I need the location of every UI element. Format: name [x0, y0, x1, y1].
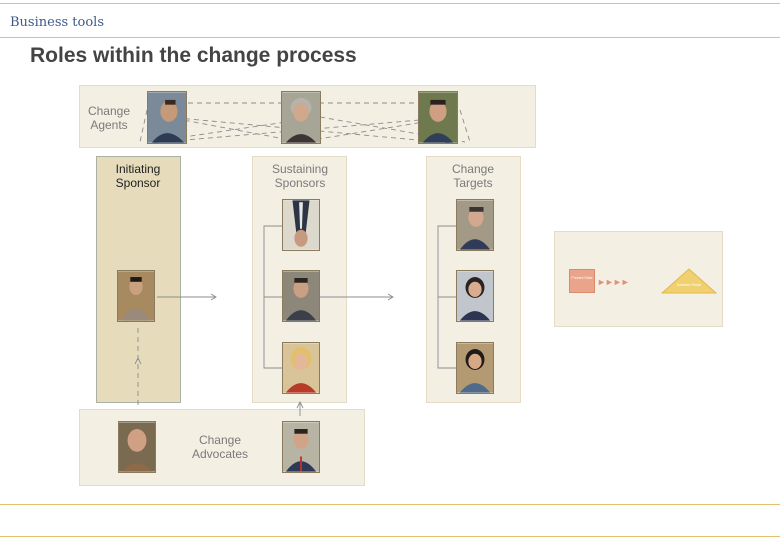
footer-rule-2 [0, 536, 780, 537]
transition-arrows: ►►►► [597, 277, 630, 287]
sustaining-sponsor-photo-1 [282, 199, 320, 251]
change-process-thumbnail: Present State ►►►► Desired State [554, 231, 723, 327]
change-advocate-photo-1 [118, 421, 156, 473]
change-advocates-label: Change Advocates [191, 433, 249, 461]
change-targets-label: Change Targets [451, 162, 495, 190]
section-header: Business tools [10, 15, 105, 30]
agent-photo-3 [418, 91, 458, 144]
present-state-box: Present State [569, 269, 595, 293]
page-title: Roles within the change process [30, 44, 357, 67]
agent-photo-2 [281, 91, 321, 144]
top-rule [0, 3, 780, 4]
initiating-sponsor-label: Initiating Sponsor [115, 162, 161, 190]
sustaining-sponsor-photo-2 [282, 270, 320, 322]
sustaining-sponsors-label: Sustaining Sponsors [271, 162, 329, 190]
header-rule [0, 37, 780, 38]
change-target-photo-2 [456, 270, 494, 322]
desired-state-triangle: Desired State [661, 268, 717, 294]
change-target-photo-3 [456, 342, 494, 394]
change-advocate-photo-2 [282, 421, 320, 473]
sustaining-sponsor-photo-3 [282, 342, 320, 394]
agent-photo-1 [147, 91, 187, 144]
desired-state-label: Desired State [677, 282, 702, 287]
change-target-photo-1 [456, 199, 494, 251]
change-agents-label: Change Agents [87, 104, 131, 132]
initiating-sponsor-photo [117, 270, 155, 322]
footer-rule-1 [0, 504, 780, 505]
